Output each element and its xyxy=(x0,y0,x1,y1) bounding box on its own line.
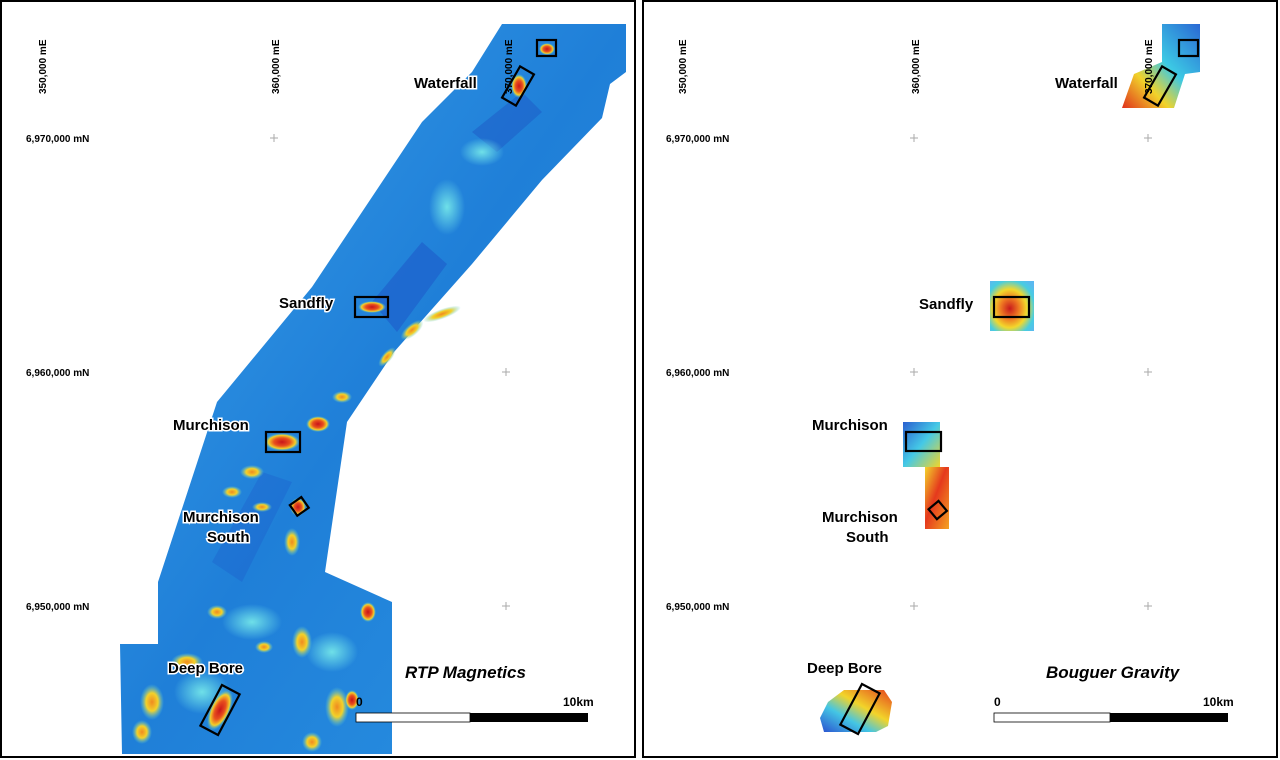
deep-bore-box xyxy=(838,682,882,736)
northing-label-6970000: 6,970,000 mN xyxy=(26,134,89,145)
northing-label-6950000: 6,950,000 mN xyxy=(666,602,729,613)
northing-label-6960000: 6,960,000 mN xyxy=(26,368,89,379)
deep-bore-label: Deep Bore xyxy=(807,660,882,677)
rtp-magnetics-map-panel: 350,000 mE 360,000 mE 370,000 mE 6,970,0… xyxy=(0,0,636,758)
murchison-south-box xyxy=(288,495,311,518)
sandfly-label: Sandfly xyxy=(919,296,974,313)
scale-bar: 0 10km xyxy=(993,695,1234,723)
scale-end-label: 10km xyxy=(1203,695,1234,709)
grid-crosses xyxy=(910,134,1152,610)
deep-bore-label: Deep Bore xyxy=(168,660,243,677)
murchison-south-box xyxy=(926,499,949,521)
scale-start-label: 0 xyxy=(994,695,1001,709)
waterfall-gravity-patch xyxy=(1122,24,1200,108)
murchison-south-label-line1: Murchison xyxy=(822,509,898,526)
easting-label-360000: 360,000 mE xyxy=(271,39,282,94)
rtp-magnetics-map: 350,000 mE 360,000 mE 370,000 mE 6,970,0… xyxy=(26,24,626,754)
easting-label-350000: 350,000 mE xyxy=(38,39,49,94)
bouguer-gravity-map-panel: 350,000 mE 360,000 mE 370,000 mE 6,970,0… xyxy=(642,0,1278,758)
easting-label-370000: 370,000 mE xyxy=(1144,39,1155,94)
waterfall-north-box xyxy=(535,38,558,58)
northing-label-6970000: 6,970,000 mN xyxy=(666,134,729,145)
murchison-south-label-line1: Murchison xyxy=(183,509,259,526)
murchison-box xyxy=(904,430,943,453)
easting-label-350000: 350,000 mE xyxy=(678,39,689,94)
magnetic-survey-area xyxy=(120,24,626,754)
sandfly-box xyxy=(992,295,1031,319)
scale-start-label: 0 xyxy=(356,695,363,709)
waterfall-box xyxy=(500,64,536,108)
map-title: RTP Magnetics xyxy=(405,663,526,682)
waterfall-north-box xyxy=(1177,38,1200,58)
deep-bore-box xyxy=(198,683,242,737)
waterfall-label: Waterfall xyxy=(414,75,477,92)
murchison-label: Murchison xyxy=(173,417,249,434)
sandfly-label: Sandfly xyxy=(279,295,334,312)
easting-label-360000: 360,000 mE xyxy=(911,39,922,94)
sandfly-gravity-patch xyxy=(990,281,1034,331)
easting-label-370000: 370,000 mE xyxy=(504,39,515,94)
waterfall-box xyxy=(1142,64,1178,108)
deep-bore-gravity-patch xyxy=(820,690,892,732)
murchison-south-label-line2: South xyxy=(846,529,889,546)
sandfly-box xyxy=(353,295,390,319)
northing-label-6960000: 6,960,000 mN xyxy=(666,368,729,379)
bouguer-gravity-map: 350,000 mE 360,000 mE 370,000 mE 6,970,0… xyxy=(666,24,1234,736)
waterfall-label: Waterfall xyxy=(1055,75,1118,92)
scale-bar: 0 10km xyxy=(355,695,594,723)
scale-end-label: 10km xyxy=(563,695,594,709)
murchison-label: Murchison xyxy=(812,417,888,434)
murchison-gravity-patch xyxy=(903,422,940,467)
murchison-south-label-line2: South xyxy=(207,529,250,546)
map-title: Bouguer Gravity xyxy=(1046,663,1181,682)
grid-crosses xyxy=(270,134,510,610)
murchison-box xyxy=(264,430,302,454)
northing-label-6950000: 6,950,000 mN xyxy=(26,602,89,613)
